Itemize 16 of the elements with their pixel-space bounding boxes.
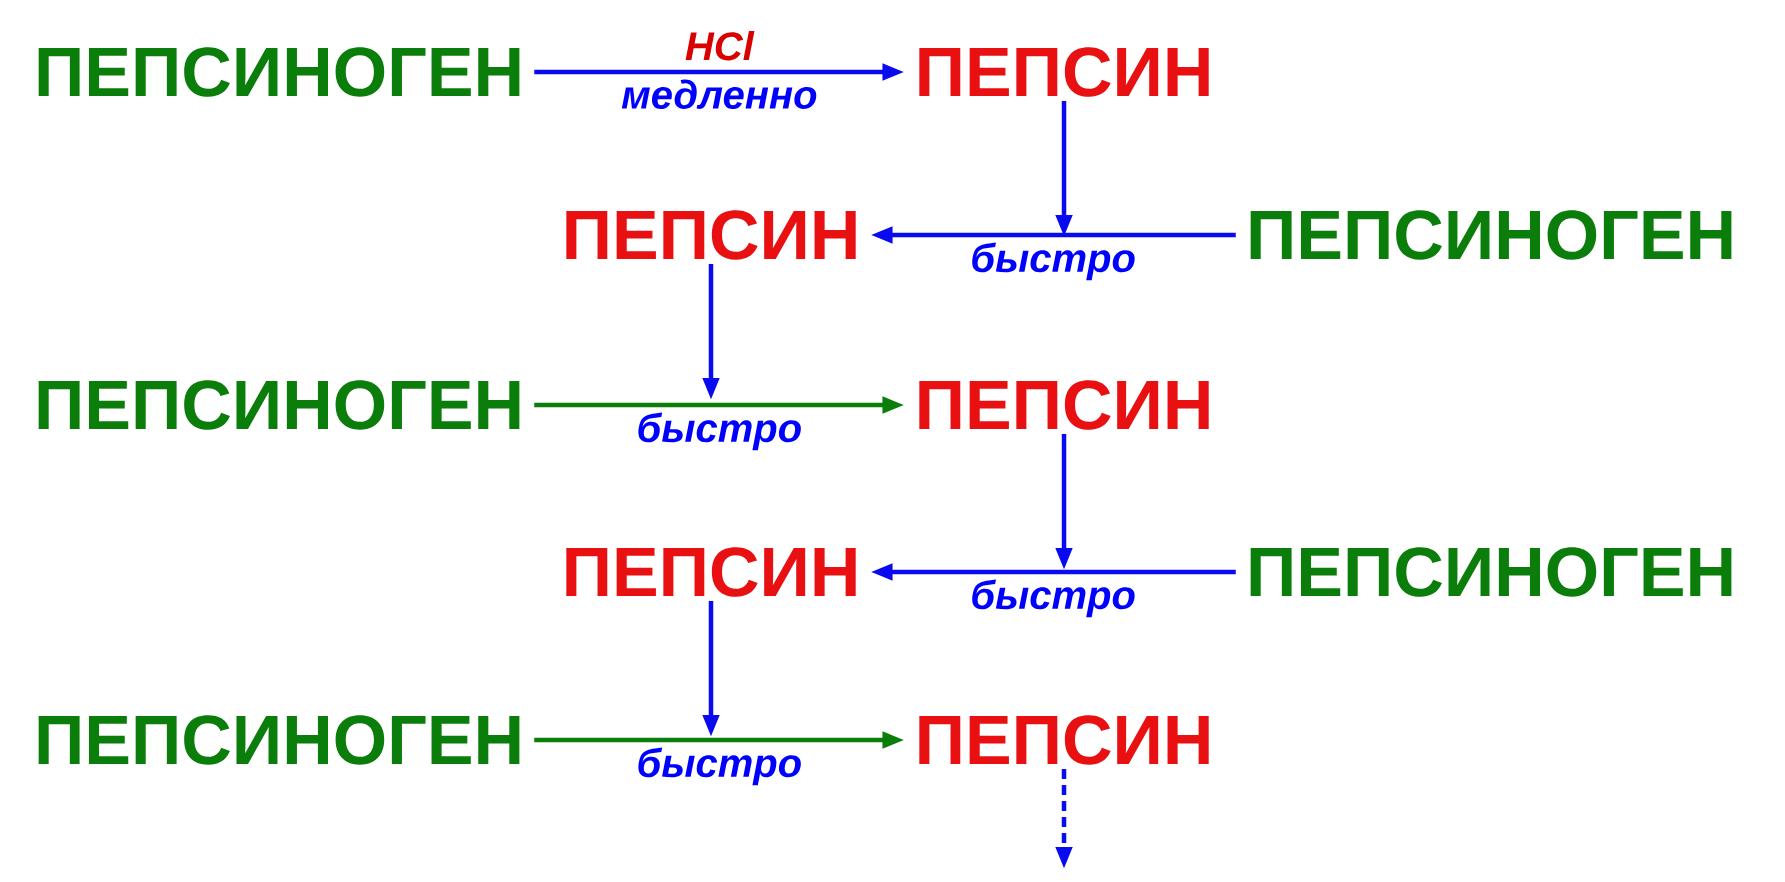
term-label: ПЕПСИН: [566, 547, 856, 597]
term-label: ПЕПСИНОГЕН: [38, 380, 520, 430]
edge-label: быстро: [638, 747, 801, 786]
edge-label: быстро: [972, 242, 1135, 281]
term-label: ПЕПСИНОГЕН: [1250, 547, 1732, 597]
term-label: ПЕПСИНОГЕН: [38, 715, 520, 765]
term-label: ПЕПСИН: [919, 715, 1209, 765]
term-label: ПЕПСИНОГЕН: [38, 47, 520, 97]
edge-label: HCl: [685, 31, 755, 61]
term-label: ПЕПСИН: [566, 210, 856, 260]
term-label: ПЕПСИНОГЕН: [1250, 210, 1732, 260]
term-label: ПЕПСИН: [919, 47, 1209, 97]
rate-label: медленно: [621, 79, 817, 109]
term-label: ПЕПСИН: [919, 380, 1209, 430]
edge-label: быстро: [638, 412, 801, 451]
edge-label: быстро: [972, 579, 1135, 618]
